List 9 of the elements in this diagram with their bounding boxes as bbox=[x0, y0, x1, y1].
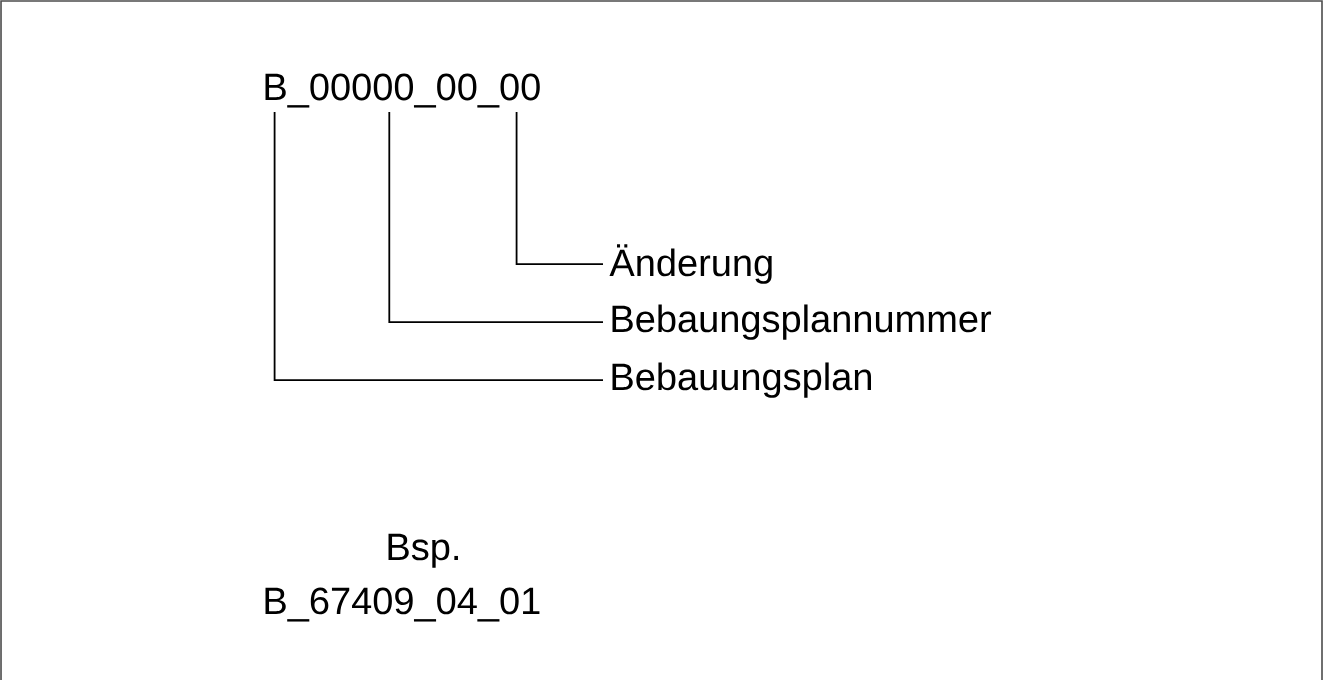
example-heading: Bsp. bbox=[388, 533, 458, 568]
part-label: Bebauungsplan bbox=[612, 362, 871, 398]
part-label: Änderung bbox=[609, 244, 772, 284]
leader-line bbox=[515, 111, 604, 265]
leader-line bbox=[388, 111, 604, 324]
code-pattern: B_00000_00_00 bbox=[265, 73, 540, 108]
part-label: Bebaungsplannummer bbox=[612, 304, 992, 340]
leader-line bbox=[273, 111, 604, 382]
example-code: B_67409_04_01 bbox=[265, 587, 540, 622]
